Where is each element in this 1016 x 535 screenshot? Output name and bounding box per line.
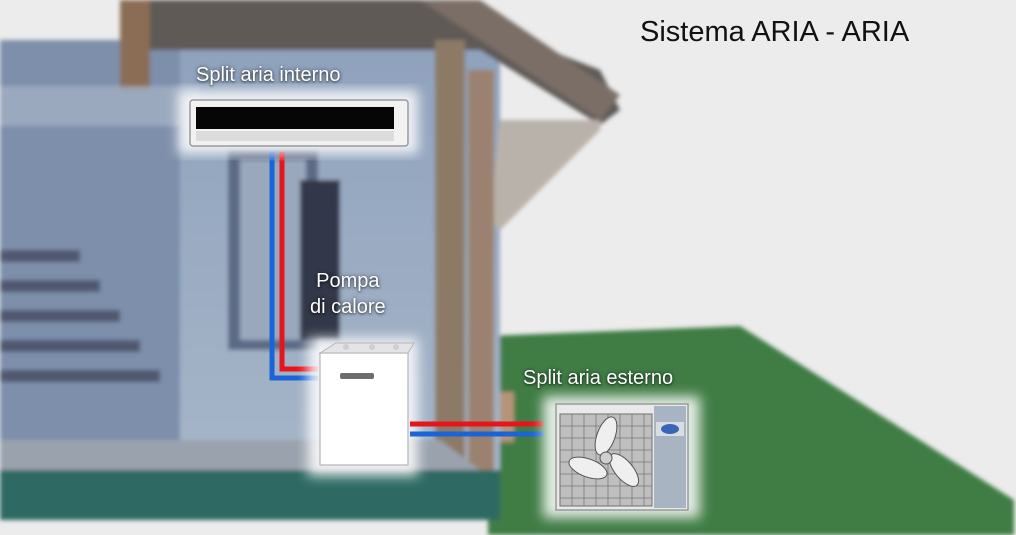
brand-logo (661, 424, 679, 434)
fan-icon (568, 416, 640, 487)
indoor-split-label: Split aria interno (196, 64, 341, 86)
diagram-title: Sistema ARIA - ARIA (640, 16, 910, 48)
outdoor-split-unit (543, 396, 700, 518)
hot-pipe-indoor (279, 152, 318, 372)
heat-pump-label-line1: Pompa (316, 270, 380, 292)
cold-pipe-indoor (269, 152, 318, 381)
indoor-pipes (269, 152, 318, 381)
heat-pump-label-line2: di calore (310, 296, 386, 318)
indoor-split-unit (178, 90, 418, 154)
heat-pump-unit (308, 338, 418, 476)
heat-pump-label: Pompa di calore (310, 268, 386, 320)
outdoor-split-label: Split aria esterno (523, 367, 674, 389)
outdoor-pipes (410, 421, 543, 437)
